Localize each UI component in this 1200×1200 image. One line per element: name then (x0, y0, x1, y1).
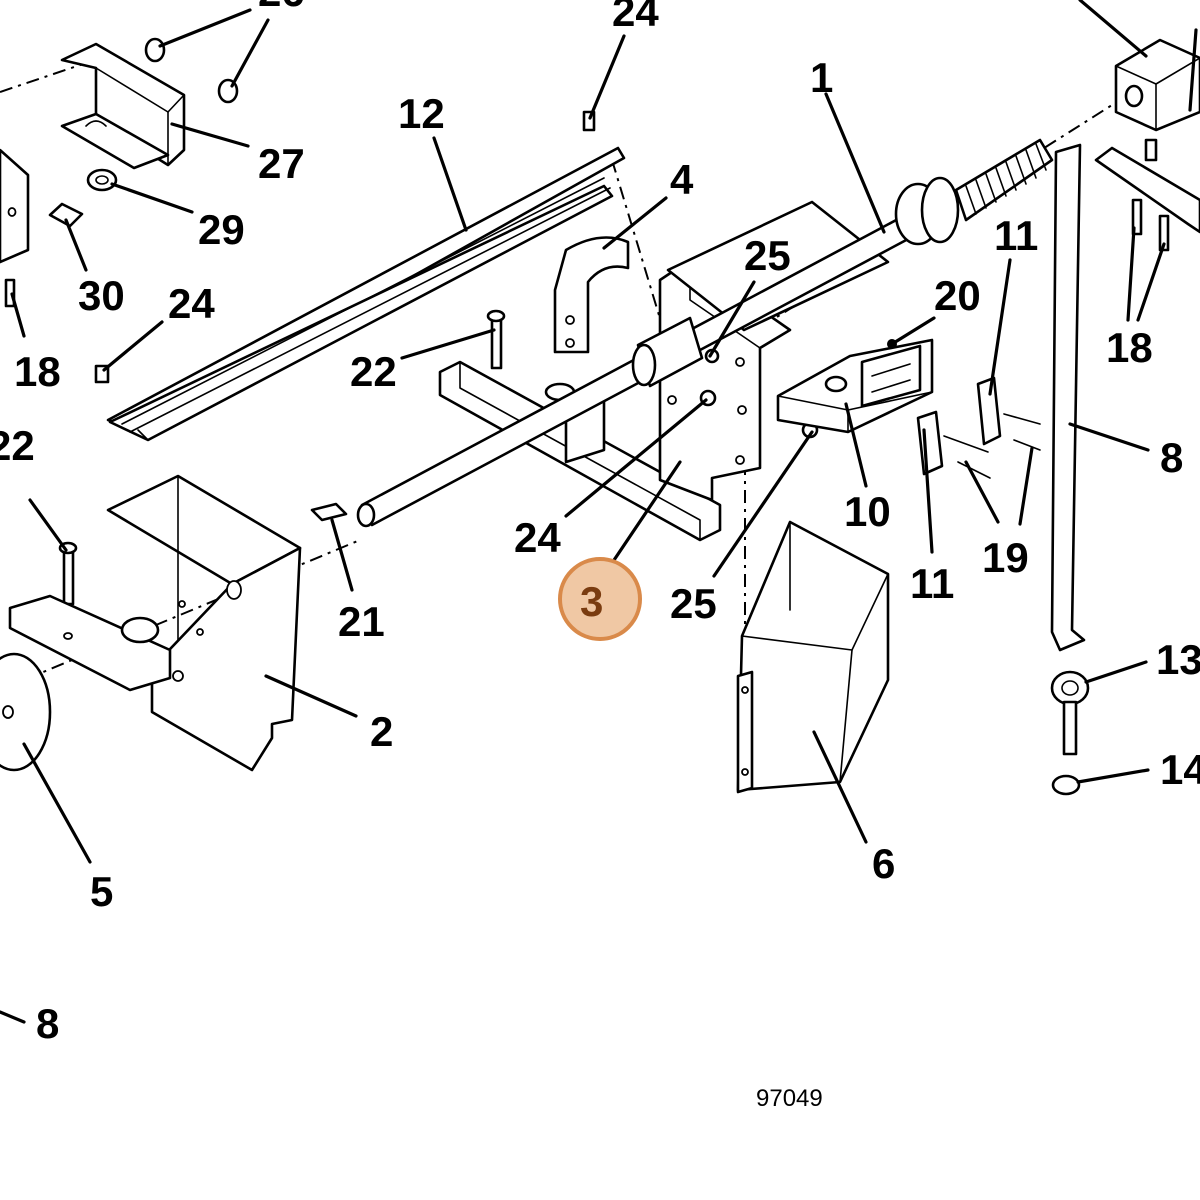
callout-22-left: 22 (0, 422, 35, 469)
drawing-number: 97049 (756, 1085, 823, 1112)
callout-11-top: 11 (994, 212, 1038, 259)
callout-11-bottom: 11 (910, 560, 954, 607)
callout-19: 19 (982, 534, 1029, 581)
part-6-cover (736, 520, 890, 794)
callout-12: 12 (398, 90, 445, 137)
part-13-eye-bolt (1050, 670, 1090, 756)
callout-21: 21 (338, 598, 385, 645)
part-4-clamp (553, 236, 630, 354)
part-19-screws (943, 413, 1041, 479)
callout-5: 5 (90, 868, 113, 915)
leader-lines (0, 0, 1198, 1024)
callout-25-top: 25 (744, 232, 791, 279)
callout-10: 10 (844, 488, 891, 535)
callout-24-top: 24 (612, 0, 659, 35)
part-29-nut (86, 168, 118, 192)
callout-2: 2 (370, 708, 393, 755)
part-8-strap (1050, 143, 1086, 652)
part-11-switches (916, 376, 1002, 476)
callout-25-bottom: 25 (670, 580, 717, 627)
callout-labels: 26 24 1 12 27 4 29 25 11 30 24 20 18 18 … (0, 0, 1200, 1047)
part-10-bracket (776, 338, 934, 434)
callout-13: 13 (1156, 636, 1200, 683)
part-30-clip (48, 202, 84, 228)
callout-6: 6 (872, 840, 895, 887)
part-18-bolt-left (4, 278, 16, 308)
top-right-block (1094, 38, 1200, 234)
callout-8-left: 8 (36, 1000, 59, 1047)
part-21-key (310, 502, 348, 522)
callout-26: 26 (258, 0, 305, 15)
callout-18-right: 18 (1106, 324, 1153, 371)
part-27-bracket (60, 42, 186, 170)
callout-8-right: 8 (1160, 434, 1183, 481)
callout-24-left: 24 (168, 280, 215, 327)
callout-29: 29 (198, 206, 245, 253)
callout-24-mid: 24 (514, 514, 561, 561)
callout-20: 20 (934, 272, 981, 319)
callout-27: 27 (258, 140, 305, 187)
part-12-channel (106, 146, 626, 442)
callout-22-mid: 22 (350, 348, 397, 395)
callout-3: 3 (580, 578, 603, 625)
callout-4: 4 (670, 156, 694, 203)
part-2-side-frame (8, 474, 302, 772)
part-18-bolts-right (1131, 198, 1170, 252)
left-housing-fragment (0, 148, 30, 264)
highlight-marker (558, 557, 642, 641)
callout-1: 1 (810, 54, 833, 101)
callout-30: 30 (78, 272, 125, 319)
callout-18-left: 18 (14, 348, 61, 395)
part-1-shaft (356, 138, 1054, 528)
part-14-nut (1051, 774, 1081, 796)
part-3-top-plate (666, 200, 890, 332)
part-5-wheel (0, 652, 52, 772)
callout-14: 14 (1160, 746, 1200, 793)
